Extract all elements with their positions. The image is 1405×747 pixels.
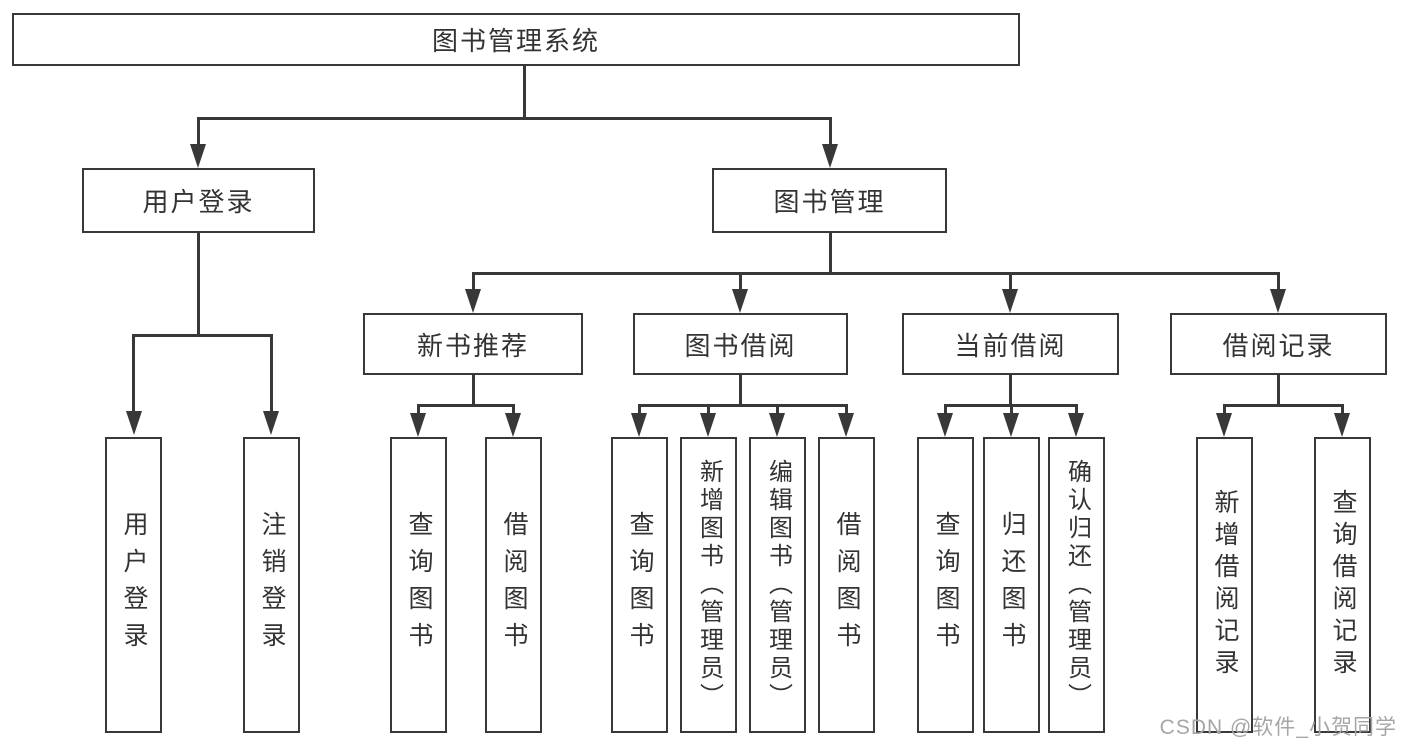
arrow-down-icon: [769, 413, 785, 437]
leaf-user-login: 用户登录: [105, 437, 162, 733]
connector-line: [1277, 375, 1280, 407]
leaf-query-books-current: 查询图书: [917, 437, 974, 733]
connector-line: [845, 404, 848, 416]
leaf-edit-books-admin-label: 编辑图书（管理员）: [764, 459, 792, 711]
node-user-login: 用户登录: [82, 168, 315, 233]
connector-line: [739, 272, 742, 292]
leaf-edit-books-admin: 编辑图书（管理员）: [749, 437, 806, 733]
leaf-query-books-recommend-label: 查询图书: [405, 511, 433, 659]
connector-line: [829, 117, 832, 146]
connector-line: [472, 375, 475, 407]
node-borrow-records: 借阅记录: [1170, 313, 1387, 375]
node-library-system: 图书管理系统: [12, 13, 1020, 66]
arrow-down-icon: [1068, 413, 1084, 437]
leaf-confirm-return-admin-label: 确认归还（管理员）: [1063, 459, 1091, 711]
arrow-down-icon: [732, 289, 748, 313]
leaf-query-books-recommend: 查询图书: [390, 437, 447, 733]
leaf-borrow-books-label: 借阅图书: [833, 511, 861, 659]
leaf-add-borrow-record: 新增借阅记录: [1196, 437, 1253, 733]
leaf-borrow-books-recommend: 借阅图书: [485, 437, 542, 733]
arrow-down-icon: [1334, 413, 1350, 437]
arrow-down-icon: [631, 413, 647, 437]
node-book-borrow: 图书借阅: [633, 313, 848, 375]
leaf-confirm-return-admin: 确认归还（管理员）: [1048, 437, 1105, 733]
leaf-add-borrow-record-label: 新增借阅记录: [1211, 489, 1239, 681]
csdn-watermark: CSDN @软件_小贺同学: [1159, 716, 1397, 739]
leaf-borrow-books-recommend-label: 借阅图书: [500, 511, 528, 659]
connector-line: [776, 404, 779, 416]
node-book-management: 图书管理: [712, 168, 947, 233]
node-current-borrow-label: 当前借阅: [954, 330, 1067, 361]
leaf-query-books-borrow-label: 查询图书: [626, 511, 654, 659]
connector-line: [1341, 404, 1344, 416]
connector-line: [1010, 404, 1013, 416]
arrow-down-icon: [126, 411, 142, 435]
leaf-logout-label: 注销登录: [258, 511, 286, 659]
node-user-login-label: 用户登录: [142, 187, 255, 217]
connector-line: [944, 404, 947, 416]
connector-line: [417, 404, 515, 407]
connector-line: [197, 117, 200, 146]
leaf-return-books: 归还图书: [983, 437, 1040, 733]
arrow-down-icon: [1270, 289, 1286, 313]
arrow-down-icon: [937, 413, 953, 437]
arrow-down-icon: [505, 413, 521, 437]
connector-line: [472, 272, 1280, 275]
connector-line: [523, 66, 526, 119]
node-book-management-label: 图书管理: [773, 187, 886, 217]
connector-line: [638, 404, 641, 416]
connector-line: [1075, 404, 1078, 416]
node-new-book-recommend-label: 新书推荐: [416, 330, 529, 361]
connector-line: [638, 404, 848, 407]
arrow-down-icon: [838, 413, 854, 437]
arrow-down-icon: [822, 144, 838, 168]
arrow-down-icon: [465, 289, 481, 313]
arrow-down-icon: [1002, 289, 1018, 313]
node-library-system-label: 图书管理系统: [431, 26, 600, 56]
arrow-down-icon: [700, 413, 716, 437]
arrow-down-icon: [190, 144, 206, 168]
connector-line: [1009, 272, 1012, 292]
leaf-logout: 注销登录: [243, 437, 300, 733]
connector-line: [1009, 375, 1012, 407]
leaf-query-books-borrow: 查询图书: [611, 437, 668, 733]
arrow-down-icon: [1003, 413, 1019, 437]
connector-line: [132, 334, 135, 413]
leaf-return-books-label: 归还图书: [998, 511, 1026, 659]
connector-line: [270, 334, 273, 413]
leaf-query-books-current-label: 查询图书: [932, 511, 960, 659]
connector-line: [1223, 404, 1344, 407]
node-current-borrow: 当前借阅: [902, 313, 1119, 375]
leaf-borrow-books: 借阅图书: [818, 437, 875, 733]
connector-line: [132, 334, 272, 337]
leaf-user-login-label: 用户登录: [120, 511, 148, 659]
connector-line: [1223, 404, 1226, 416]
arrow-down-icon: [410, 413, 426, 437]
connector-line: [197, 233, 200, 337]
arrow-down-icon: [1216, 413, 1232, 437]
leaf-add-books-admin: 新增图书（管理员）: [680, 437, 737, 733]
connector-line: [829, 233, 832, 275]
connector-line: [1277, 272, 1280, 292]
connector-line: [197, 117, 831, 120]
leaf-query-borrow-record-label: 查询借阅记录: [1329, 489, 1357, 681]
connector-line: [512, 404, 515, 416]
node-new-book-recommend: 新书推荐: [363, 313, 583, 375]
connector-line: [739, 375, 742, 407]
connector-line: [472, 272, 475, 292]
connector-line: [707, 404, 710, 416]
leaf-add-books-admin-label: 新增图书（管理员）: [695, 459, 723, 711]
arrow-down-icon: [263, 411, 279, 435]
connector-line: [417, 404, 420, 416]
leaf-query-borrow-record: 查询借阅记录: [1314, 437, 1371, 733]
node-book-borrow-label: 图书借阅: [684, 330, 797, 361]
node-borrow-records-label: 借阅记录: [1222, 330, 1335, 361]
